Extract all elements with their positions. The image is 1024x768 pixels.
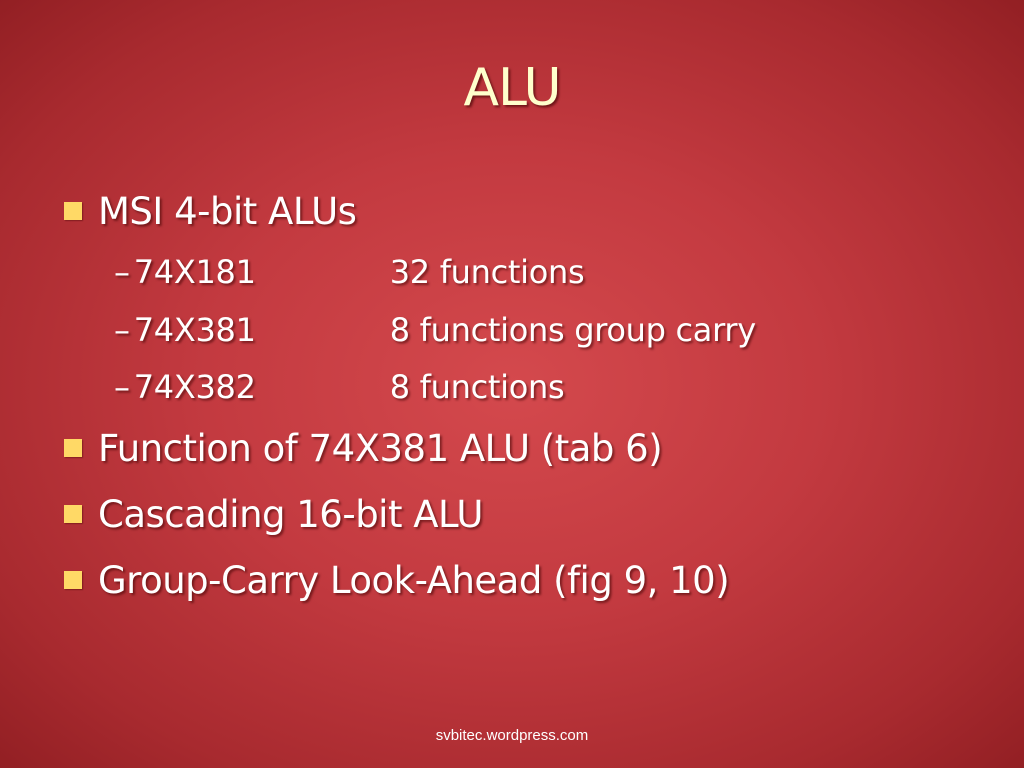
square-bullet-icon [64,504,82,523]
bullet-text: MSI 4-bit ALUs [98,190,357,233]
part-description: 8 functions group carry [389,311,757,349]
sub-bullet-item: –74X382 8 functions [114,368,565,406]
sub-bullet-item: –74X381 8 functions group carry [114,311,756,349]
dash-bullet-icon: – [114,253,130,291]
sub-bullet-item: –74X181 32 functions [114,253,585,291]
part-description: 32 functions [389,253,585,291]
dash-bullet-icon: – [114,311,130,349]
footer-url: svbitec.wordpress.com [435,727,589,744]
bullet-item: Cascading 16-bit ALU [64,493,483,536]
part-number: 74X181 [133,253,256,291]
slide-title: ALU [463,58,561,118]
bullet-item: Group-Carry Look-Ahead (fig 9, 10) [64,559,730,602]
dash-bullet-icon: – [114,368,130,406]
part-number: 74X381 [133,311,256,349]
bullet-text: Cascading 16-bit ALU [98,493,483,536]
square-bullet-icon [64,201,82,220]
bullet-item: MSI 4-bit ALUs [64,190,357,233]
bullet-text: Function of 74X381 ALU (tab 6) [98,427,663,470]
square-bullet-icon [64,570,82,589]
square-bullet-icon [64,438,82,457]
part-description: 8 functions [389,368,565,406]
part-number: 74X382 [133,368,256,406]
bullet-text: Group-Carry Look-Ahead (fig 9, 10) [98,559,730,602]
bullet-item: Function of 74X381 ALU (tab 6) [64,427,663,470]
